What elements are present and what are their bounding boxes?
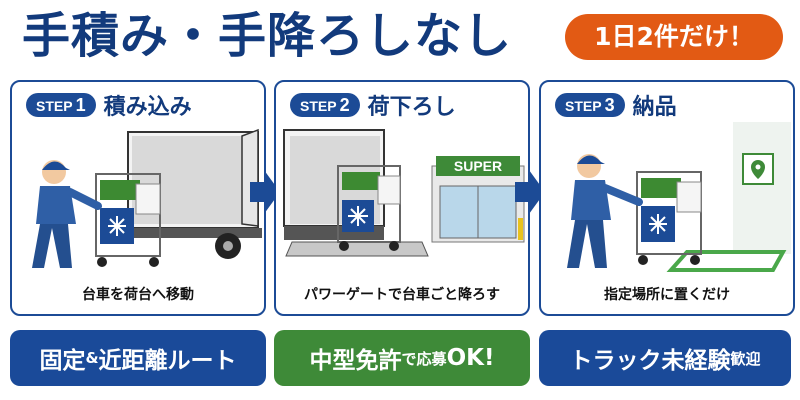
step-caption-2: パワーゲートで台車ごと降ろす (304, 287, 500, 303)
banner-1-small: & (85, 349, 99, 367)
headline: 手積み・手降ろしなし (22, 8, 513, 64)
worker-body (571, 180, 611, 220)
store-sign-board (436, 156, 520, 176)
cart-basket (100, 180, 140, 200)
banner-1-main: 固定 (39, 348, 86, 374)
cart-box (135, 183, 161, 215)
store-sign: SUPER (454, 158, 502, 174)
step-title-1: 積み込み (103, 95, 192, 120)
step-label-3: STEP (565, 98, 602, 114)
step-title-2: 荷下ろし (367, 95, 456, 120)
step-title-3: 納品 (632, 95, 677, 120)
snowflake-icon (108, 216, 126, 236)
unloading-illustration: SUPER (283, 129, 525, 257)
worker-body (36, 186, 76, 224)
worker-cap (577, 155, 605, 164)
arrow-right-icon (250, 170, 280, 214)
step-number-2: 2 (339, 95, 350, 115)
banner-2-main: 中型免許 (309, 348, 402, 374)
banner-fixed-short-route: 固定&近距離ルート (10, 330, 266, 386)
snowflake-icon (348, 206, 368, 226)
step-caption-1: 台車を荷台へ移動 (82, 287, 194, 303)
banner-2-small: で応募 (401, 349, 447, 368)
step-label-1: STEP (36, 98, 73, 114)
banner-2-tail: OK! (446, 345, 495, 371)
worker-cap (42, 161, 70, 170)
cart-frame (636, 171, 702, 255)
banner-3-small: 歓迎 (730, 349, 761, 368)
loading-illustration (32, 128, 262, 268)
delivery-floor-marker (666, 250, 787, 272)
step-number-1: 1 (75, 95, 86, 115)
cart-frame (95, 173, 161, 257)
banner-no-experience-welcome: トラック未経験歓迎 (539, 330, 791, 386)
power-gate (285, 241, 429, 257)
arrow-right-icon (515, 170, 545, 214)
truck-bed (124, 228, 262, 238)
step-number-3: 3 (604, 95, 615, 115)
step-label-2: STEP (300, 98, 337, 114)
delivery-wall (733, 122, 791, 254)
banner-1-tail: 近距離ルート (98, 348, 237, 374)
badge-two-jobs-per-day: 1日2件だけ！ (565, 14, 783, 60)
delivery-illustration (567, 122, 791, 272)
step-caption-3: 指定場所に置くだけ (604, 287, 730, 303)
snowflake-icon (649, 214, 667, 234)
banner-3-main: トラック未経験 (569, 348, 731, 374)
